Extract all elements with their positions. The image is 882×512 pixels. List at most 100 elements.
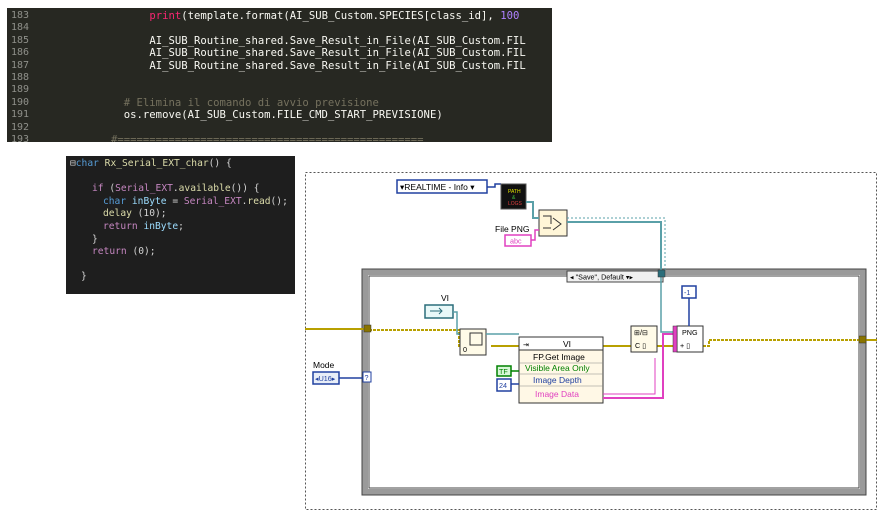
python-code-editor[interactable]: 183 print(template.format(AI_SUB_Custom.S… bbox=[7, 8, 552, 142]
line-code: AI_SUB_Routine_shared.Save_Result_in_Fil… bbox=[149, 47, 525, 59]
code-token: AI_SUB_Routine_shared.Save_Result_in_Fil… bbox=[149, 47, 526, 60]
code-token: print bbox=[149, 10, 182, 22]
close-reference-glyph-2: C ▯ bbox=[635, 341, 646, 350]
code-token: AI_SUB_Routine_shared.Save_Result_in_Fil… bbox=[149, 59, 526, 72]
line-number: 187 bbox=[11, 59, 30, 71]
invoke-node-header-label: VI bbox=[563, 339, 571, 349]
minus-one-constant-label: -1 bbox=[684, 288, 690, 297]
close-reference-node[interactable] bbox=[630, 325, 658, 353]
true-constant-label: TF bbox=[499, 367, 508, 376]
code-token: () { bbox=[208, 158, 232, 169]
code-token: ( bbox=[109, 183, 116, 195]
code-line[interactable]: if (Serial_EXT.available()) { bbox=[92, 183, 260, 196]
code-token: return bbox=[103, 221, 144, 232]
code-token: #=======================================… bbox=[111, 134, 424, 142]
code-token: Rx_Serial_EXT_char bbox=[104, 158, 209, 169]
vi-reference-icon bbox=[430, 307, 443, 315]
code-token: Serial_EXT bbox=[183, 195, 242, 207]
code-line[interactable]: return inByte; bbox=[103, 221, 184, 234]
code-line[interactable]: } bbox=[92, 234, 98, 247]
c-code-editor[interactable]: ⊟char Rx_Serial_EXT_char() {if (Serial_E… bbox=[66, 156, 295, 294]
image-depth-constant[interactable] bbox=[496, 378, 512, 392]
code-line[interactable]: ⊟char Rx_Serial_EXT_char() { bbox=[70, 158, 232, 171]
path-logs-line1: PATH bbox=[508, 189, 521, 195]
realtime-wire bbox=[487, 183, 501, 188]
error-wire-out bbox=[703, 339, 859, 347]
code-token: (0); bbox=[132, 246, 156, 258]
line-code: os.remove(AI_SUB_Custom.FILE_CMD_START_P… bbox=[124, 109, 443, 121]
file-png-terminal-label: abc bbox=[510, 237, 522, 246]
code-line[interactable]: delay (10); bbox=[103, 208, 167, 221]
code-token: ()) { bbox=[230, 183, 260, 195]
invoke-param-image-depth: Image Depth bbox=[533, 375, 582, 385]
open-vi-reference-glyph bbox=[469, 332, 483, 346]
tunnel-right bbox=[858, 335, 867, 344]
line-number: 185 bbox=[11, 34, 30, 46]
case-selector-terminal bbox=[362, 371, 372, 383]
code-token: inByte bbox=[131, 195, 167, 207]
code-token: os.remove(AI_SUB_Custom.FILE_CMD_START_P… bbox=[123, 109, 443, 122]
code-token: (10); bbox=[137, 208, 167, 220]
path-wire-4 bbox=[660, 272, 677, 333]
build-path-icon bbox=[543, 215, 562, 231]
code-token: . bbox=[172, 183, 179, 195]
build-path-node[interactable] bbox=[538, 209, 568, 237]
code-token: ⊟ bbox=[70, 158, 76, 169]
image-depth-constant-label: 24 bbox=[499, 381, 507, 390]
code-token: } bbox=[81, 271, 87, 283]
code-token: read bbox=[247, 195, 271, 207]
path-wire-1 bbox=[526, 201, 539, 219]
line-number: 192 bbox=[11, 121, 30, 133]
invoke-method-label: FP.Get Image bbox=[533, 352, 585, 362]
tunnel-left bbox=[363, 324, 372, 333]
code-line[interactable]: char inByte = Serial_EXT.read(); bbox=[103, 196, 288, 209]
line-number: 189 bbox=[11, 84, 30, 96]
error-wire-in bbox=[369, 329, 471, 347]
code-token: (template.format(AI_SUB_Custom.SPECIES[c… bbox=[181, 10, 501, 22]
line-number: 183 bbox=[11, 10, 30, 21]
invoke-param-image-data: Image Data bbox=[535, 389, 579, 399]
write-png-label: PNG bbox=[682, 328, 698, 337]
code-token: char bbox=[75, 158, 105, 169]
mode-label: Mode bbox=[313, 360, 335, 370]
line-code: print(template.format(AI_SUB_Custom.SPEC… bbox=[149, 10, 519, 22]
line-code: # Elimina il comando di avvio previsione bbox=[124, 97, 379, 109]
realtime-info-label: ▾REALTIME - Info ▾ bbox=[400, 182, 475, 192]
code-line[interactable]: return (0); bbox=[92, 246, 156, 259]
invoke-node-header-icon: ⇥ bbox=[523, 340, 529, 349]
case-structure-outer-line bbox=[361, 268, 867, 496]
image-data-wire-2 bbox=[603, 358, 656, 395]
code-token: char bbox=[103, 195, 132, 207]
diagram-border bbox=[305, 172, 877, 510]
line-number: 186 bbox=[11, 47, 30, 59]
path-wire-3 bbox=[567, 217, 666, 272]
labview-block-diagram[interactable]: ◂ "Save", Default ▾▸ ▾REALTIME - Info ▾ … bbox=[305, 172, 877, 510]
code-token: . bbox=[241, 195, 248, 207]
line-number: 188 bbox=[11, 72, 30, 83]
mode-terminal-label: ◂U16▸ bbox=[315, 374, 336, 383]
invoke-param-visible-area: Visible Area Only bbox=[525, 363, 590, 373]
close-reference-glyph: ⊞/⊟ bbox=[634, 328, 648, 337]
code-token: } bbox=[92, 233, 98, 245]
case-selector-label: ◂ "Save", Default ▾▸ bbox=[570, 273, 633, 282]
line-number: 184 bbox=[11, 22, 30, 34]
path-logs-subvi[interactable] bbox=[500, 183, 527, 210]
line-number: 191 bbox=[11, 109, 30, 121]
code-token: (); bbox=[270, 195, 288, 207]
string-wire bbox=[531, 229, 539, 241]
path-logs-line3: LOGS bbox=[508, 201, 523, 207]
code-line[interactable]: } bbox=[81, 271, 87, 284]
code-token: if bbox=[92, 183, 110, 195]
code-token: # Elimina il comando di avvio previsione bbox=[123, 96, 379, 109]
code-token: available bbox=[178, 183, 231, 195]
open-vi-reference-glyph-text: 0 bbox=[463, 345, 467, 354]
path-wire-2 bbox=[567, 221, 662, 272]
path-logs-line2: & bbox=[512, 195, 516, 201]
write-png-node[interactable] bbox=[676, 325, 704, 353]
write-png-left-bar bbox=[672, 325, 678, 353]
invoke-node-header bbox=[518, 336, 604, 351]
code-token: ; bbox=[178, 221, 184, 232]
line-code: AI_SUB_Routine_shared.Save_Result_in_Fil… bbox=[149, 60, 525, 72]
code-token: delay bbox=[103, 208, 138, 220]
code-token: 100 bbox=[500, 10, 520, 22]
